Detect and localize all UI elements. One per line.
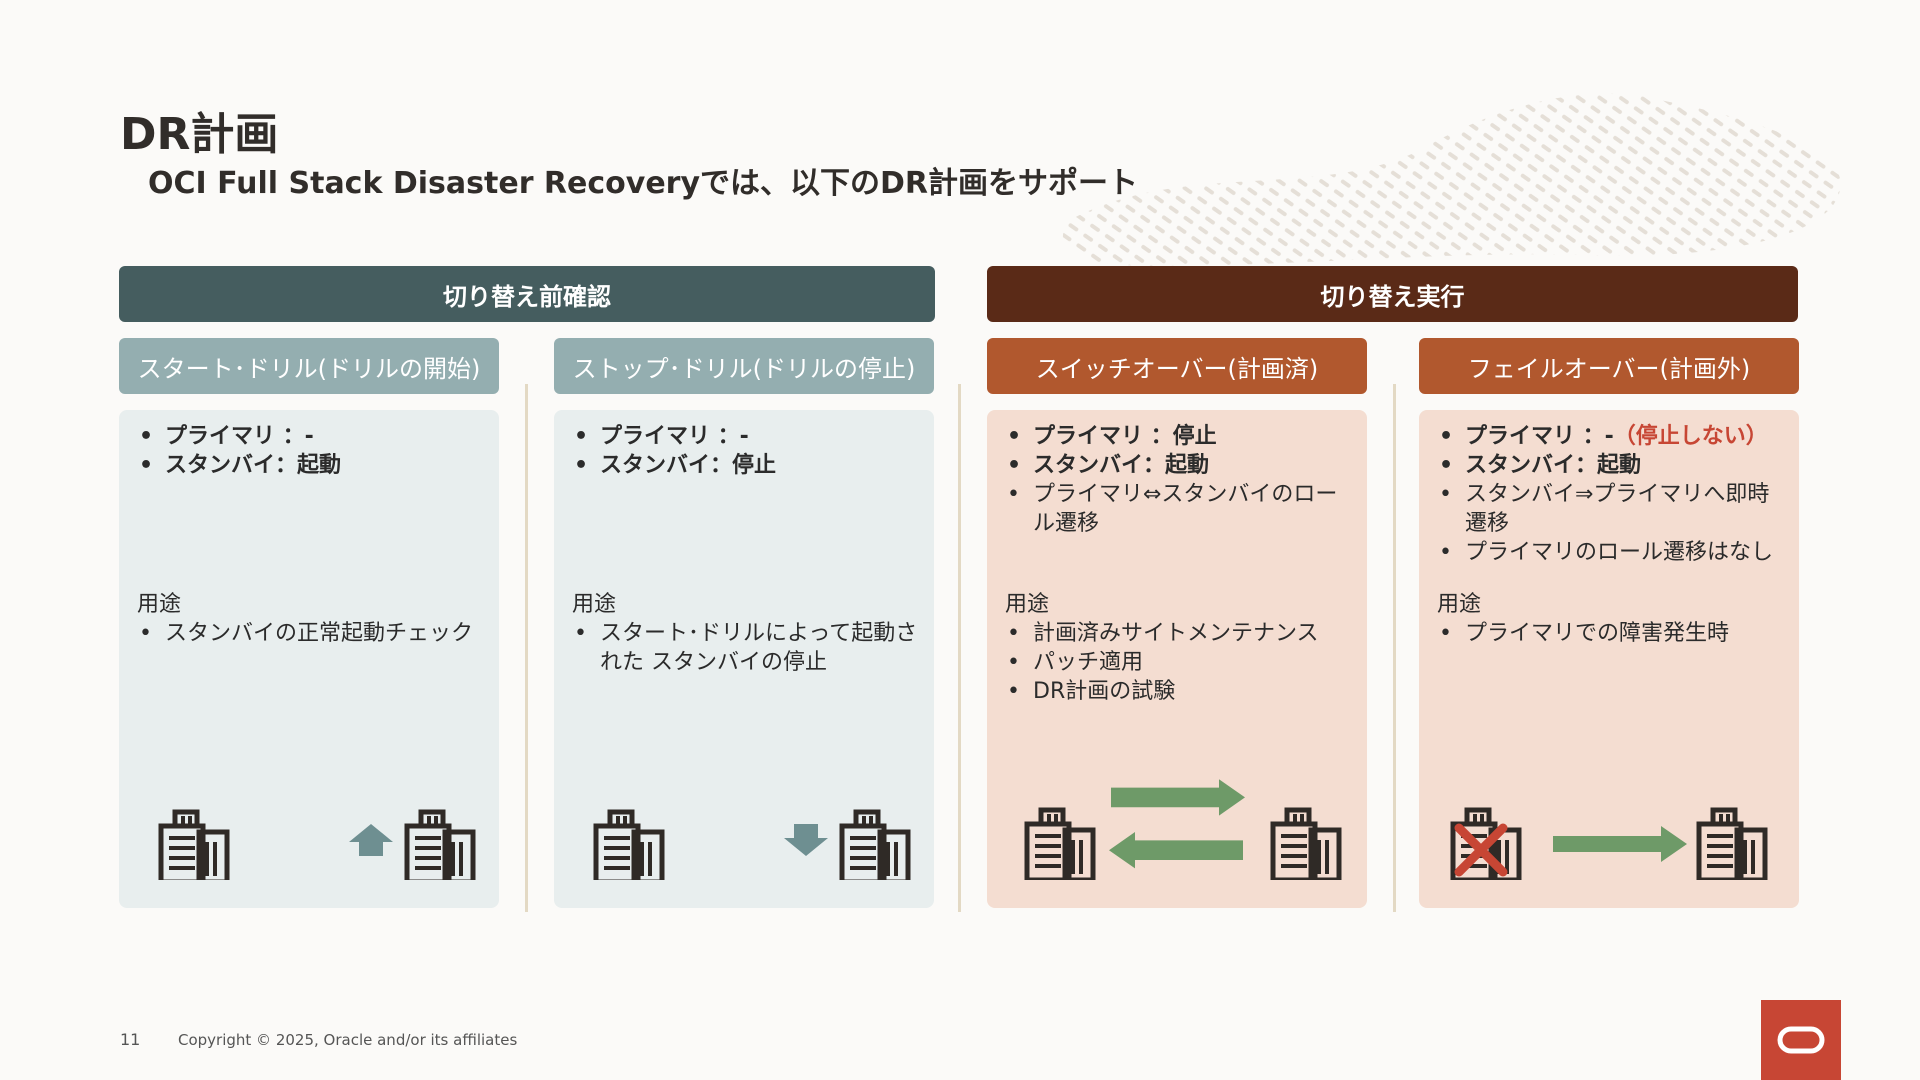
list-item: スタンバイ：起動 xyxy=(137,451,481,480)
usage-list: 計画済みサイトメンテナンス パッチ適用 DR計画の試験 xyxy=(1005,619,1353,706)
arrow-down-icon xyxy=(784,824,828,856)
description-list: プライマリ⇔スタンバイのロール遷移 xyxy=(1005,480,1349,538)
list-item: スタート･ドリルによって起動された スタンバイの停止 xyxy=(572,619,920,677)
copyright-text: Copyright © 2025, Oracle and/or its affi… xyxy=(178,1031,518,1049)
oracle-logo-icon xyxy=(1761,1000,1841,1080)
plan-card-switchover: プライマリ ：停止 スタンバイ：起動 プライマリ⇔スタンバイのロール遷移 用途 … xyxy=(987,410,1367,908)
list-item: プライマリ ：-（停止しない） xyxy=(1437,422,1781,451)
usage-list: スタンバイの正常起動チェック xyxy=(137,619,485,648)
usage-label: 用途 xyxy=(1437,592,1482,617)
usage-list: スタート･ドリルによって起動された スタンバイの停止 xyxy=(572,619,920,677)
column-divider xyxy=(525,384,528,912)
decorative-texture xyxy=(1062,93,1841,266)
arrow-right-icon xyxy=(1111,779,1245,816)
list-item: スタンバイ：起動 xyxy=(1005,451,1349,480)
building-icon xyxy=(1696,807,1768,880)
plan-header-stop-drill: ストップ･ドリル(ドリルの停止) xyxy=(554,338,934,394)
section-header-pre-switch-check: 切り替え前確認 xyxy=(119,266,935,322)
no-stop-note: （停止しない） xyxy=(1613,424,1768,449)
plan-header-switchover: スイッチオーバー(計画済) xyxy=(987,338,1367,394)
list-item: プライマリ⇔スタンバイのロール遷移 xyxy=(1005,480,1349,538)
page-number: 11 xyxy=(120,1030,141,1049)
building-icon xyxy=(839,809,911,880)
list-item: パッチ適用 xyxy=(1005,648,1353,677)
description-list: スタンバイ⇒プライマリへ即時遷移 プライマリのロール遷移はなし xyxy=(1437,480,1781,567)
plan-header-failover: フェイルオーバー(計画外) xyxy=(1419,338,1799,394)
list-item: プライマリ ：- xyxy=(137,422,481,451)
list-item: スタンバイ：起動 xyxy=(1437,451,1781,480)
arrow-up-icon xyxy=(349,824,393,856)
column-divider xyxy=(1393,384,1396,912)
list-item: 計画済みサイトメンテナンス xyxy=(1005,619,1353,648)
list-item: DR計画の試験 xyxy=(1005,677,1353,706)
usage-label: 用途 xyxy=(572,592,617,617)
bidirectional-switch-icon xyxy=(1024,779,1342,880)
section-header-switch-execution: 切り替え実行 xyxy=(987,266,1798,322)
role-status-list: プライマリ ：- スタンバイ：停止 xyxy=(572,422,916,480)
list-item: スタンバイ：停止 xyxy=(572,451,916,480)
building-icon xyxy=(404,809,476,880)
failure-cross-icon xyxy=(1454,823,1508,877)
plan-header-start-drill: スタート･ドリル(ドリルの開始) xyxy=(119,338,499,394)
usage-block: 用途 計画済みサイトメンテナンス パッチ適用 DR計画の試験 xyxy=(1005,590,1353,706)
building-icon xyxy=(1024,807,1096,880)
primary-status: プライマリ ：- xyxy=(1465,424,1614,449)
plan-card-stop-drill: プライマリ ：- スタンバイ：停止 用途 スタート･ドリルによって起動された ス… xyxy=(554,410,934,908)
role-status-list: プライマリ ：停止 スタンバイ：起動 xyxy=(1005,422,1349,480)
list-item: プライマリ ：停止 xyxy=(1005,422,1349,451)
list-item: プライマリでの障害発生時 xyxy=(1437,619,1785,648)
list-item: スタンバイの正常起動チェック xyxy=(137,619,485,648)
list-item: スタンバイ⇒プライマリへ即時遷移 xyxy=(1437,480,1781,538)
list-item: プライマリ ：- xyxy=(572,422,916,451)
usage-label: 用途 xyxy=(137,592,182,617)
column-divider xyxy=(958,384,961,912)
building-arrow-up-icon xyxy=(158,809,476,880)
failed-building-arrow-icon xyxy=(1450,807,1768,880)
building-icon xyxy=(593,809,665,880)
building-icon xyxy=(1270,807,1342,880)
list-item: プライマリのロール遷移はなし xyxy=(1437,538,1781,567)
role-status-list: プライマリ ：- スタンバイ：起動 xyxy=(137,422,481,480)
usage-block: 用途 スタート･ドリルによって起動された スタンバイの停止 xyxy=(572,590,920,677)
plan-card-failover: プライマリ ：-（停止しない） スタンバイ：起動 スタンバイ⇒プライマリへ即時遷… xyxy=(1419,410,1799,908)
usage-block: 用途 プライマリでの障害発生時 xyxy=(1437,590,1785,648)
usage-block: 用途 スタンバイの正常起動チェック xyxy=(137,590,485,648)
role-status-list: プライマリ ：-（停止しない） スタンバイ：起動 xyxy=(1437,422,1781,480)
usage-label: 用途 xyxy=(1005,592,1050,617)
page-subtitle: OCI Full Stack Disaster Recoveryでは、以下のDR… xyxy=(148,166,1139,201)
usage-list: プライマリでの障害発生時 xyxy=(1437,619,1785,648)
plan-card-start-drill: プライマリ ：- スタンバイ：起動 用途 スタンバイの正常起動チェック xyxy=(119,410,499,908)
arrow-right-icon xyxy=(1553,826,1687,862)
page-title: DR計画 xyxy=(120,109,279,160)
building-icon xyxy=(158,809,230,880)
building-arrow-down-icon xyxy=(593,809,911,880)
arrow-left-icon xyxy=(1109,832,1243,869)
